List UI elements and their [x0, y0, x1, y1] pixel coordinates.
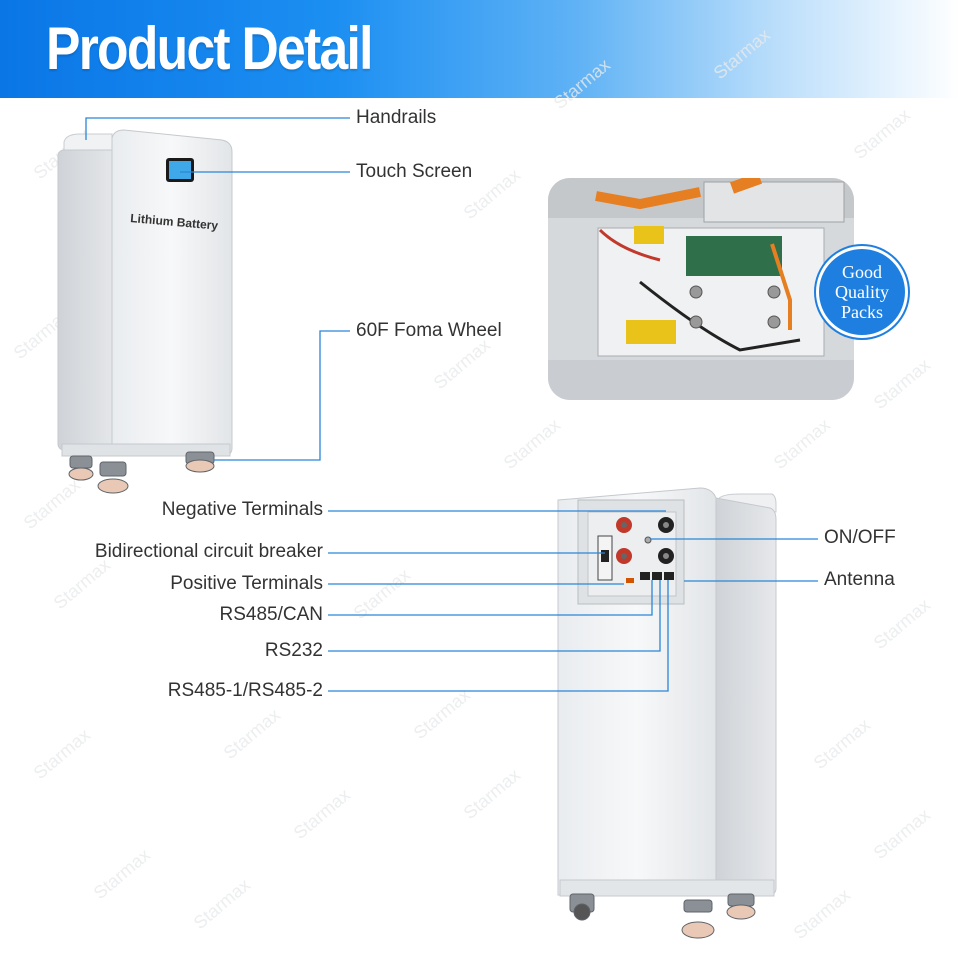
watermark: Starmax: [30, 725, 94, 783]
label-on-off: ON/OFF: [824, 527, 896, 548]
label-handrails: Handrails: [356, 107, 437, 128]
label-antenna: Antenna: [824, 569, 895, 590]
badge-line-2: Quality: [835, 282, 889, 302]
watermark: Starmax: [460, 765, 524, 823]
watermark: Starmax: [870, 805, 934, 863]
label-negative-terminals: Negative Terminals: [161, 499, 323, 520]
watermark: Starmax: [290, 785, 354, 843]
badge-line-1: Good: [842, 262, 882, 282]
watermark: Starmax: [50, 555, 114, 613]
label-foma-wheel: 60F Foma Wheel: [356, 320, 502, 341]
quality-badge: Good Quality Packs: [816, 246, 908, 338]
watermark: Starmax: [410, 685, 474, 743]
battery-front: Lithium Battery: [57, 129, 233, 494]
label-positive-terminals: Positive Terminals: [170, 573, 323, 594]
watermark: Starmax: [850, 105, 914, 163]
label-rs485-pair: RS485-1/RS485-2: [167, 680, 323, 701]
wheel: [569, 893, 756, 939]
watermark: Starmax: [550, 55, 614, 113]
internal-photo-frame: [548, 178, 854, 400]
badge-line-3: Packs: [841, 302, 883, 322]
watermark: Starmax: [350, 565, 414, 623]
header-banner: Product Detail: [0, 0, 960, 98]
battery-rear: [557, 487, 777, 939]
label-rs232: RS232: [264, 640, 323, 661]
label-touch-screen: Touch Screen: [356, 161, 473, 182]
watermark: Starmax: [710, 25, 774, 83]
watermark: Starmax: [90, 845, 154, 903]
watermark: Starmax: [430, 335, 494, 393]
callout-lines: [85, 117, 818, 692]
internal-photo: [548, 178, 854, 400]
page-title: Product Detail: [46, 15, 373, 82]
watermark: Starmax: [500, 415, 564, 473]
watermark: Starmax: [870, 595, 934, 653]
label-rs485-can: RS485/CAN: [219, 604, 324, 625]
watermark: Starmax: [20, 475, 84, 533]
wheel: [68, 451, 215, 494]
watermark: Starmax: [870, 355, 934, 413]
watermark: Starmax: [770, 415, 834, 473]
watermark: Starmax: [190, 875, 254, 933]
watermark: Starmax: [810, 715, 874, 773]
watermark: Starmax: [790, 885, 854, 943]
watermark: Starmax: [220, 705, 284, 763]
label-circuit-breaker: Bidirectional circuit breaker: [94, 541, 323, 562]
